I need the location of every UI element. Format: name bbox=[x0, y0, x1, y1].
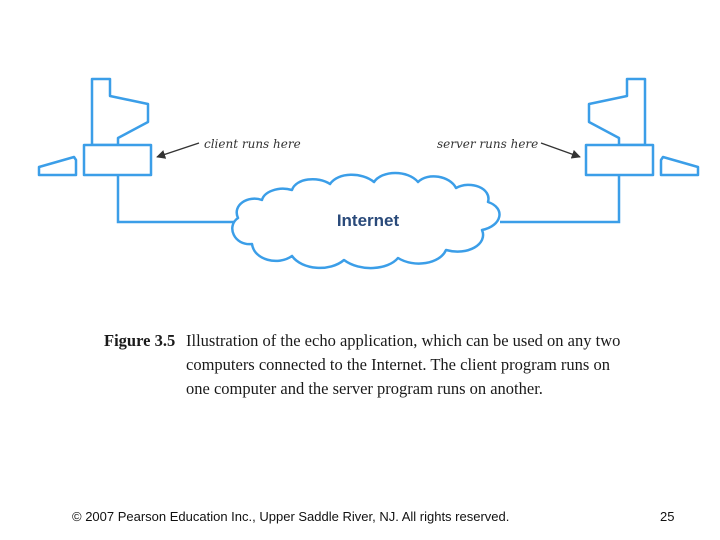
caption-line-1: Illustration of the echo application, wh… bbox=[186, 331, 621, 350]
copyright-notice: © 2007 Pearson Education Inc., Upper Sad… bbox=[72, 509, 510, 524]
client-arrow bbox=[156, 142, 200, 159]
server-connection-line bbox=[500, 175, 621, 224]
client-connection-line bbox=[116, 175, 238, 224]
server-label: server runs here bbox=[437, 137, 538, 151]
figure-label: Figure 3.5 bbox=[104, 331, 176, 350]
server-arrow bbox=[540, 142, 581, 159]
cloud-label: Internet bbox=[337, 211, 400, 230]
page-number: 25 bbox=[660, 509, 675, 524]
caption-line-3: one computer and the server program runs… bbox=[186, 379, 543, 398]
caption-line-2: computers connected to the Internet. The… bbox=[186, 355, 610, 374]
server-computer-icon bbox=[584, 77, 700, 177]
echo-application-diagram: Internet client runs here server runs he… bbox=[37, 77, 700, 270]
client-computer-icon bbox=[37, 77, 153, 177]
client-label: client runs here bbox=[204, 137, 301, 151]
internet-cloud-icon bbox=[231, 171, 501, 270]
